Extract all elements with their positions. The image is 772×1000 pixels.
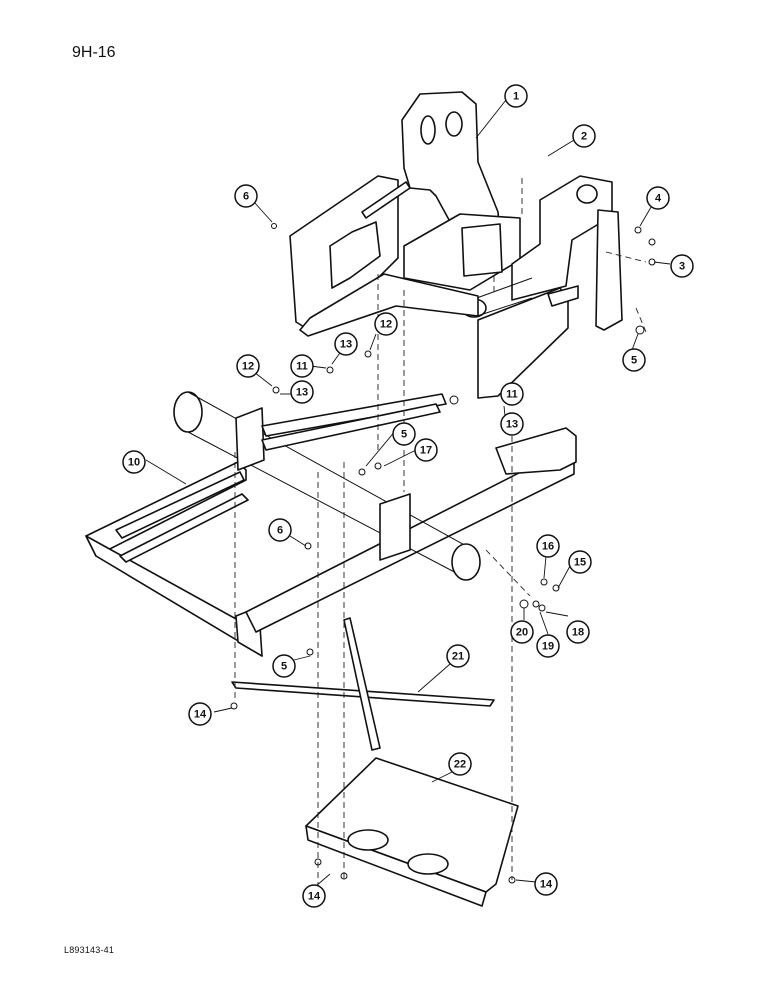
- callout-number: 14: [308, 891, 321, 903]
- page-number-label: 9H-16: [72, 44, 116, 61]
- callout-number: 11: [296, 361, 308, 373]
- callout-number: 22: [454, 759, 466, 771]
- callout-number: 14: [194, 709, 207, 721]
- main-frame-part: [85, 391, 577, 657]
- callout-14-right: 14: [534, 872, 558, 896]
- callout-circle: [236, 354, 260, 378]
- drawing-code-label: L893143-41: [64, 945, 115, 955]
- upper-frame-part: [289, 91, 623, 399]
- callout-circle: [536, 534, 560, 558]
- callout-circle: [234, 184, 258, 208]
- callout-number: 12: [242, 361, 254, 373]
- callout-number: 14: [540, 879, 553, 891]
- callout-13-right: 13: [500, 412, 524, 436]
- callout-21: 21: [446, 644, 470, 668]
- callout-circle: [568, 550, 592, 574]
- callout-circle: [374, 312, 398, 336]
- callout-number: 13: [340, 339, 352, 351]
- callout-circle: [536, 634, 560, 658]
- callout-17: 17: [414, 438, 438, 462]
- callout-circle: [670, 254, 694, 278]
- callout-circle: [392, 422, 416, 446]
- callout-number: 13: [506, 419, 518, 431]
- callout-number: 15: [574, 557, 586, 569]
- callout-circle: [448, 752, 472, 776]
- callout-3: 3: [670, 254, 694, 278]
- callout-circle: [268, 518, 292, 542]
- callout-19: 19: [536, 634, 560, 658]
- callout-11-left: 11: [290, 354, 314, 378]
- leader-lines: [145, 99, 671, 887]
- callout-number: 1: [513, 91, 519, 103]
- callout-number: 3: [679, 261, 685, 273]
- callout-circle: [334, 332, 358, 356]
- callout-number: 4: [655, 193, 662, 205]
- callout-number: 5: [401, 429, 407, 441]
- callout-circle: [414, 438, 438, 462]
- callout-6-top: 6: [234, 184, 258, 208]
- callout-circle: [646, 186, 670, 210]
- callout-number: 19: [542, 641, 554, 653]
- callout-number: 5: [631, 355, 637, 367]
- alignment-lines: [234, 178, 647, 890]
- skid-plate-part: [305, 757, 519, 907]
- callout-number: 12: [380, 319, 392, 331]
- callout-circle: [566, 620, 590, 644]
- callout-circle: [572, 124, 596, 148]
- callout-circle: [272, 654, 296, 678]
- callout-number: 13: [296, 387, 308, 399]
- callout-18: 18: [566, 620, 590, 644]
- callout-10: 10: [122, 450, 146, 474]
- callout-20: 20: [510, 620, 534, 644]
- callout-number: 6: [277, 525, 283, 537]
- callout-circle: [302, 884, 326, 908]
- callout-circle: [188, 702, 212, 726]
- callout-number: 18: [572, 627, 584, 639]
- callout-2: 2: [572, 124, 596, 148]
- callout-14-left: 14: [188, 702, 212, 726]
- callout-circle: [504, 84, 528, 108]
- callout-6-mid: 6: [268, 518, 292, 542]
- callout-13-upper: 13: [334, 332, 358, 356]
- callout-number: 21: [452, 651, 464, 663]
- callout-12-left: 12: [236, 354, 260, 378]
- callout-16: 16: [536, 534, 560, 558]
- callout-circle: [500, 382, 524, 406]
- callout-circle: [290, 354, 314, 378]
- callout-4: 4: [646, 186, 670, 210]
- callout-5-mid: 5: [392, 422, 416, 446]
- callout-number: 11: [506, 389, 518, 401]
- callout-1: 1: [504, 84, 528, 108]
- callout-circle: [122, 450, 146, 474]
- callout-12-right: 12: [374, 312, 398, 336]
- callout-11-right: 11: [500, 382, 524, 406]
- callout-number: 16: [542, 541, 554, 553]
- callout-circle: [500, 412, 524, 436]
- callout-number: 2: [581, 131, 587, 143]
- callout-number: 6: [243, 191, 249, 203]
- callout-5-low: 5: [272, 654, 296, 678]
- callout-5-top: 5: [622, 348, 646, 372]
- callout-22: 22: [448, 752, 472, 776]
- callout-number: 17: [420, 445, 432, 457]
- callout-circle: [622, 348, 646, 372]
- support-rod-part: [343, 617, 381, 751]
- callout-13-left: 13: [290, 380, 314, 404]
- callout-14-bottom: 14: [302, 884, 326, 908]
- callout-circle: [446, 644, 470, 668]
- callout-number: 10: [128, 457, 140, 469]
- callout-circle: [510, 620, 534, 644]
- callout-circle: [290, 380, 314, 404]
- callout-15: 15: [568, 550, 592, 574]
- callout-number: 20: [516, 627, 528, 639]
- callout-circle: [534, 872, 558, 896]
- callout-number: 5: [281, 661, 287, 673]
